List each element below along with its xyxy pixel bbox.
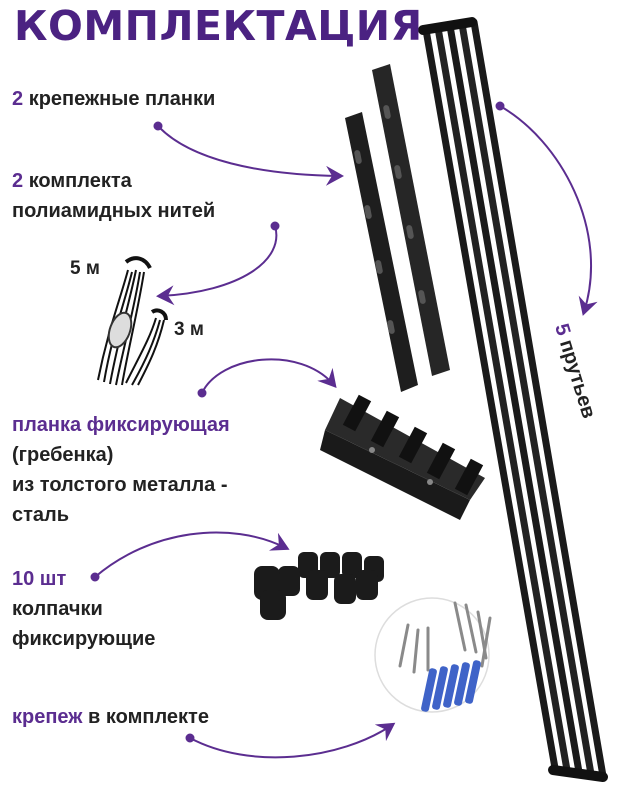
- mounting-strips: [345, 64, 450, 392]
- fasteners-accent: крепеж: [12, 706, 83, 728]
- strips-label: 2 крепежные планки: [12, 84, 215, 114]
- pointer-arrows: [90, 101, 598, 759]
- caps-count: 10 шт: [12, 568, 67, 590]
- fasteners-label: крепеж в комплекте: [12, 702, 209, 732]
- fasteners-rest: в комплекте: [88, 706, 209, 728]
- comb-line2: (гребенка): [12, 444, 114, 466]
- threads-line1: комплекта: [28, 170, 132, 192]
- strips-count: 2: [12, 88, 24, 110]
- threads-count: 2: [12, 170, 24, 192]
- comb-accent: планка фиксирующая: [12, 414, 230, 436]
- caps-group: [254, 552, 384, 620]
- caps-line2: колпачки: [12, 598, 103, 620]
- page-title: КОМПЛЕКТАЦИЯ: [14, 2, 423, 50]
- threads-line2: полиамидных нитей: [12, 200, 216, 222]
- rods-bundle: [418, 17, 608, 782]
- comb-label: планка фиксирующая (гребенка) из толстог…: [12, 410, 230, 530]
- thread-bundles: [97, 256, 168, 386]
- threads-label: 2 комплекта полиамидных нитей: [12, 166, 215, 226]
- caps-label: 10 шт колпачки фиксирующие: [12, 564, 155, 654]
- thread-length-3m: 3 м: [174, 319, 204, 340]
- fasteners-kit: [374, 597, 492, 713]
- strips-text: крепежные планки: [28, 88, 216, 110]
- comb-line3: из толстого металла -: [12, 474, 228, 496]
- thread-length-5m: 5 м: [70, 258, 100, 279]
- caps-line3: фиксирующие: [12, 628, 156, 650]
- comb-plate: [320, 394, 485, 520]
- comb-line4: сталь: [12, 504, 70, 526]
